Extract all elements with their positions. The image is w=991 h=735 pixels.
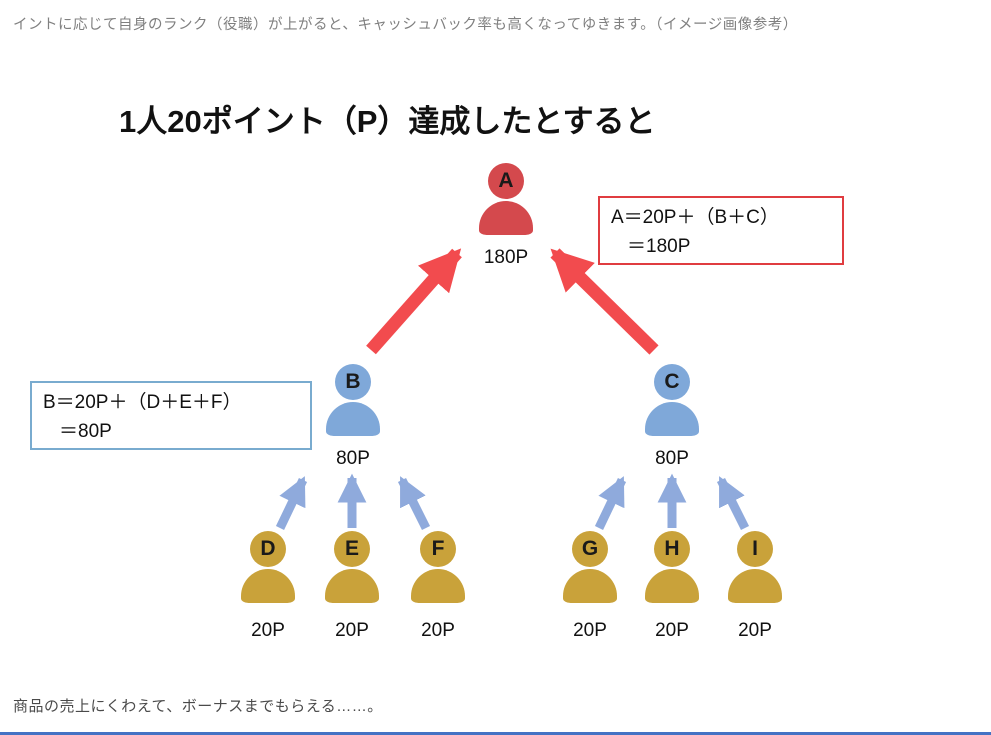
person-h-points: 20P: [655, 620, 689, 641]
person-c-letter: C: [664, 370, 680, 393]
person-h-head-icon: H: [654, 531, 690, 567]
arrow-d-to-b: [275, 476, 308, 530]
person-c-points: 80P: [655, 448, 689, 469]
person-b-letter: B: [345, 370, 361, 393]
arrow-c-to-a: [550, 248, 659, 355]
person-d-body-icon: [241, 569, 295, 603]
person-node-d: D 20P: [228, 531, 308, 642]
person-b-head-icon: B: [335, 364, 371, 400]
person-e-head-icon: E: [334, 531, 370, 567]
diagram-title: 1人20ポイント（P）達成したとすると: [119, 104, 656, 139]
person-a-body-icon: [479, 201, 533, 235]
person-f-points: 20P: [421, 620, 455, 641]
person-node-i: I 20P: [715, 531, 795, 642]
person-i-body-icon: [728, 569, 782, 603]
person-d-head-icon: D: [250, 531, 286, 567]
person-i-head-icon: I: [737, 531, 773, 567]
formula-a-line2: ＝180P: [627, 236, 691, 257]
person-e-letter: E: [344, 537, 359, 560]
person-c-head-icon: C: [654, 364, 690, 400]
arrow-i-to-c: [716, 476, 750, 531]
person-a-head-icon: A: [488, 163, 524, 199]
formula-box-b: B＝20P＋（D＋E＋F） ＝80P: [30, 381, 312, 450]
person-c-body-icon: [645, 402, 699, 436]
person-e-body-icon: [325, 569, 379, 603]
person-node-e: E 20P: [312, 531, 392, 642]
arrow-f-to-b: [397, 476, 431, 531]
arrow-g-to-c: [594, 476, 627, 530]
formula-b-line2: ＝80P: [59, 421, 112, 442]
person-f-letter: F: [431, 537, 445, 560]
person-g-letter: G: [581, 537, 599, 560]
person-node-f: F 20P: [398, 531, 478, 642]
formula-box-a: A＝20P＋（B＋C） ＝180P: [598, 196, 844, 265]
person-b-points: 80P: [336, 448, 370, 469]
person-d-points: 20P: [251, 620, 285, 641]
person-d-letter: D: [260, 537, 276, 560]
person-node-b: B 80P: [313, 364, 393, 470]
bottom-note: 商品の売上にくわえて、ボーナスまでもらえる……。: [13, 698, 383, 715]
person-g-points: 20P: [573, 620, 607, 641]
person-i-points: 20P: [738, 620, 772, 641]
person-b-body-icon: [326, 402, 380, 436]
person-f-body-icon: [411, 569, 465, 603]
person-node-c: C 80P: [632, 364, 712, 470]
bottom-rule: [0, 732, 991, 735]
formula-b-line1: B＝20P＋（D＋E＋F）: [43, 392, 242, 413]
person-h-letter: H: [664, 537, 680, 560]
person-a-letter: A: [498, 169, 514, 192]
arrow-b-to-a: [366, 248, 462, 355]
person-i-letter: I: [752, 537, 758, 560]
person-f-head-icon: F: [420, 531, 456, 567]
person-node-g: G 20P: [550, 531, 630, 642]
top-note: イントに応じて自身のランク（役職）が上がると、キャッシュバック率も高くなってゆき…: [13, 17, 798, 33]
person-g-head-icon: G: [572, 531, 608, 567]
person-node-h: H 20P: [632, 531, 712, 642]
formula-a-line1: A＝20P＋（B＋C）: [611, 207, 779, 228]
person-a-points: 180P: [483, 247, 529, 268]
person-h-body-icon: [645, 569, 699, 603]
person-node-a: A 180P: [466, 163, 546, 269]
person-e-points: 20P: [335, 620, 369, 641]
person-g-body-icon: [563, 569, 617, 603]
